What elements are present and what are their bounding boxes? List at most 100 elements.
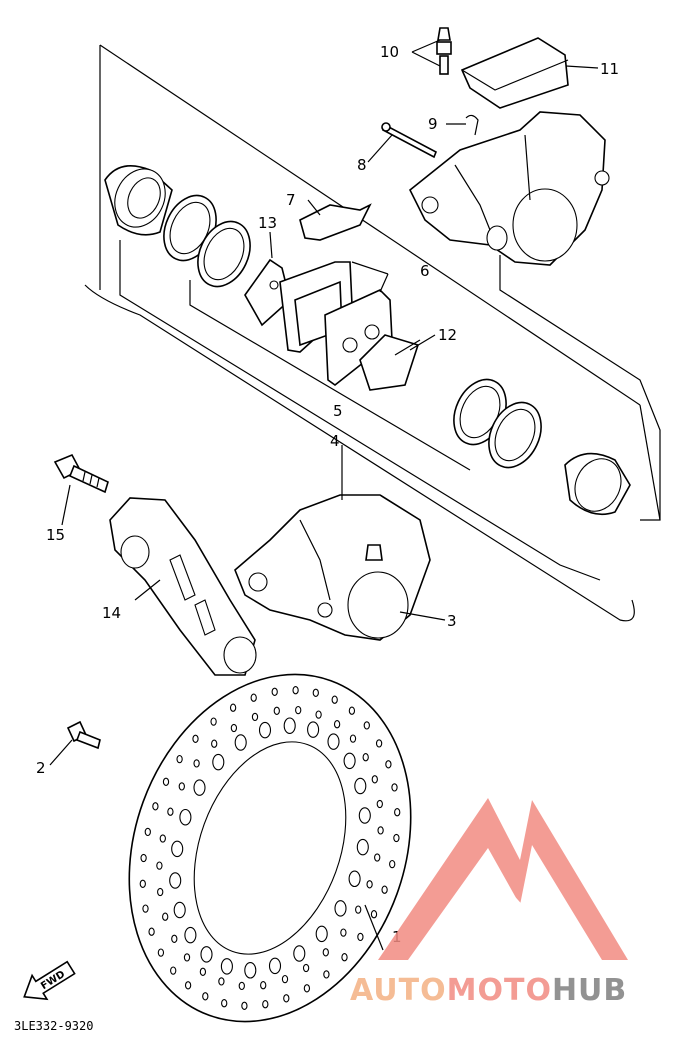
callout-7: 7 (286, 191, 296, 209)
pin-8 (381, 122, 438, 159)
disc-hole (250, 693, 257, 702)
disc-hole (377, 826, 384, 835)
disc-hole (184, 926, 197, 944)
watermark-logo (378, 798, 628, 960)
disc-hole (293, 945, 306, 962)
disc-hole (169, 872, 182, 889)
disc-hole (157, 948, 165, 957)
callout-15: 15 (46, 526, 65, 544)
callout-9: 9 (428, 115, 438, 133)
disc-hole (343, 752, 356, 770)
disc-hole (349, 734, 357, 743)
disc-hole (348, 870, 361, 888)
disc-hole (199, 967, 207, 976)
callout-10: 10 (380, 43, 399, 61)
bolt-2 (66, 720, 101, 750)
callout-4: 4 (330, 432, 340, 450)
disc-hole (362, 753, 369, 762)
bolt-15 (53, 453, 109, 494)
brake-pad-left (279, 261, 353, 353)
disc-hole (374, 853, 381, 862)
disc-hole (281, 974, 289, 984)
disc-hole (394, 808, 401, 817)
disc-hole (331, 695, 338, 704)
disc-hole (202, 992, 209, 1001)
watermark-moto-text: MOTO (447, 973, 552, 1008)
disc-hole (303, 984, 311, 993)
disc-hole (260, 981, 267, 990)
disc-hole (356, 838, 369, 856)
disc-hole (322, 948, 329, 957)
brake-disc-1 (128, 673, 412, 1023)
leader-lines (49, 39, 599, 951)
disc-hole (162, 912, 169, 921)
disc-hole (271, 687, 278, 696)
disc-drill-holes (139, 686, 401, 1010)
disc-hole (348, 706, 356, 715)
dust-seal-left (197, 220, 251, 288)
disc-hole (221, 999, 228, 1008)
disc-hole (152, 802, 159, 811)
disc-hole (391, 783, 398, 792)
disc-hole (144, 827, 151, 837)
disc-hole (357, 932, 364, 942)
callout-14: 14 (102, 604, 121, 622)
disc-hole (315, 925, 328, 943)
callout-2: 2 (36, 759, 46, 777)
disc-hole (258, 721, 272, 739)
disc-hole (381, 885, 388, 894)
disc-hole (162, 777, 170, 786)
disc-hole (176, 754, 183, 764)
disc-hole (307, 721, 320, 738)
disc-hole (142, 904, 149, 913)
disc-hole (295, 705, 302, 715)
disc-hole (370, 910, 378, 919)
disc-hole (340, 928, 347, 937)
disc-hole (302, 963, 310, 973)
callout-3: 3 (447, 612, 457, 630)
seal-right-1 (453, 378, 507, 446)
disc-hole (355, 905, 362, 914)
disc-hole (211, 739, 218, 748)
piston-right (564, 452, 631, 516)
disc-hole (315, 710, 322, 719)
watermark-logo-inner (460, 880, 545, 930)
caliper-upper (408, 111, 610, 266)
bleed-screw-10 (436, 27, 452, 75)
watermark: AUTOMOTOHUB (350, 798, 628, 1008)
disc-hole (184, 981, 192, 990)
disc-hole (170, 966, 177, 975)
disc-hole (183, 953, 191, 962)
disc-hole (354, 777, 367, 795)
disc-hole (358, 807, 371, 824)
bleed-cap-11 (460, 37, 569, 109)
disc-hole (262, 1000, 269, 1009)
disc-hole (389, 859, 396, 869)
disc-hole (192, 734, 199, 743)
disc-hole (238, 981, 245, 991)
direction-arrow: FWD (23, 960, 76, 1001)
callout-13: 13 (258, 214, 277, 232)
callout-12: 12 (438, 326, 457, 344)
disc-hole (157, 887, 164, 897)
disc-hole (200, 946, 213, 963)
disc-hole (268, 957, 282, 975)
seal-right-2 (488, 401, 542, 469)
disc-hole (292, 686, 299, 695)
disc-hole (371, 775, 378, 784)
disc-hole (251, 712, 259, 722)
disc-hole (241, 1001, 248, 1010)
disc-hole (167, 807, 174, 816)
disc-hole (363, 721, 370, 730)
disc-hole (323, 970, 330, 979)
disc-hole (171, 840, 184, 858)
disc-hole (178, 782, 185, 791)
watermark-auto-text: AUTO (350, 973, 447, 1008)
disc-hole (139, 879, 146, 888)
disc-hole (220, 958, 233, 975)
callout-labels: 1 2 3 4 5 6 7 8 9 10 11 12 13 14 15 (36, 43, 619, 946)
disc-hole (173, 901, 186, 919)
caliper-bracket-14 (109, 497, 257, 676)
disc-hole (283, 717, 296, 734)
